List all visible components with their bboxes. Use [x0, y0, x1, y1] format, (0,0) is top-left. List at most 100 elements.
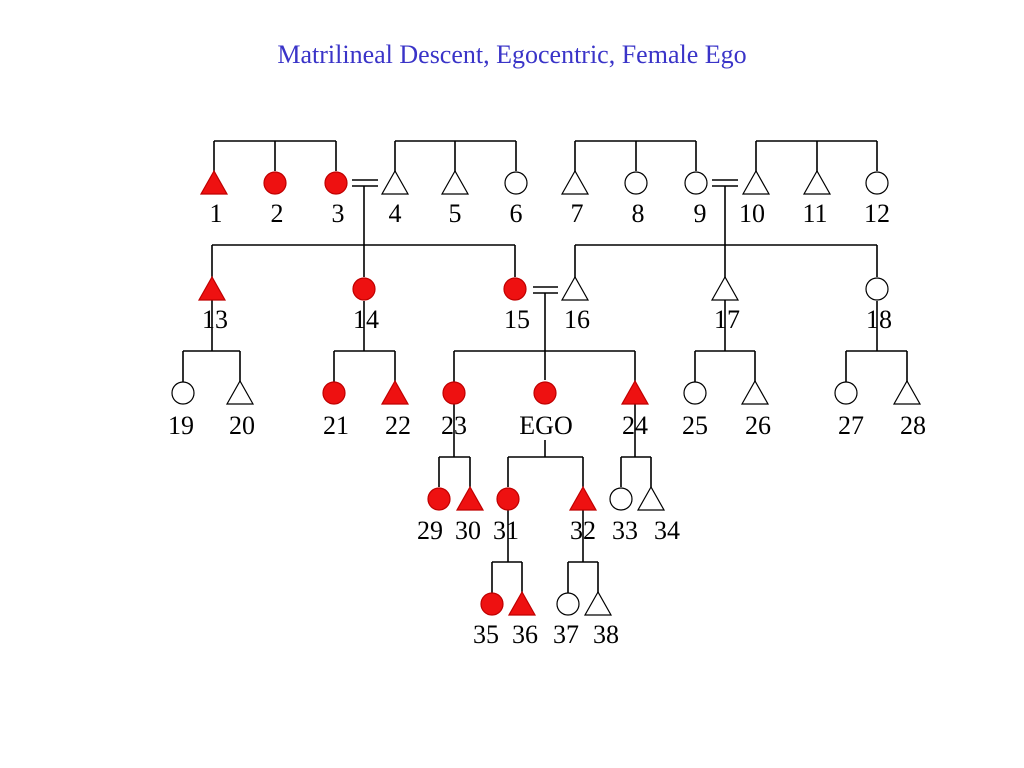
female-circle-25	[683, 381, 707, 405]
person-label-14: 14	[353, 305, 379, 334]
male-triangle-4	[380, 169, 410, 195]
person-label-22: 22	[385, 411, 411, 440]
female-circle-3	[324, 171, 348, 195]
person-label-25: 25	[682, 411, 708, 440]
person-label-17: 17	[714, 305, 740, 334]
person-label-26: 26	[745, 411, 771, 440]
female-circle-29	[427, 487, 451, 511]
female-circle-9	[684, 171, 708, 195]
sibling-line-29-30	[438, 456, 471, 487]
female-circle-14	[352, 277, 376, 301]
marriage-15-16	[533, 286, 558, 294]
sibling-line-1-3	[213, 140, 337, 172]
male-triangle-24	[620, 379, 650, 405]
male-triangle-28	[892, 379, 922, 405]
person-label-23: 23	[441, 411, 467, 440]
male-triangle-10	[741, 169, 771, 195]
sibling-line-25-26	[694, 350, 756, 382]
person-label-18: 18	[866, 305, 892, 334]
sibling-line-23-24	[453, 350, 636, 382]
page-title: Matrilineal Descent, Egocentric, Female …	[277, 40, 747, 69]
person-label-27: 27	[838, 411, 864, 440]
person-label-3: 3	[332, 199, 345, 228]
sibling-line-37-38	[567, 561, 599, 593]
person-label-8: 8	[632, 199, 645, 228]
male-triangle-11	[802, 169, 832, 195]
female-circle-33	[609, 487, 633, 511]
person-label-29: 29	[417, 516, 443, 545]
female-circle-ego	[533, 381, 557, 405]
person-label-21: 21	[323, 411, 349, 440]
person-label-35: 35	[473, 620, 499, 649]
person-label-24: 24	[622, 411, 648, 440]
male-triangle-38	[583, 590, 613, 616]
sibling-line-35-36	[491, 561, 523, 593]
person-label-1: 1	[210, 199, 223, 228]
female-circle-15	[503, 277, 527, 301]
male-triangle-32	[568, 485, 598, 511]
person-label-16: 16	[564, 305, 590, 334]
male-triangle-13	[197, 275, 227, 301]
female-circle-37	[556, 592, 580, 616]
person-label-31: 31	[493, 516, 519, 545]
male-triangle-30	[455, 485, 485, 511]
person-label-28: 28	[900, 411, 926, 440]
person-label-38: 38	[593, 620, 619, 649]
person-label-33: 33	[612, 516, 638, 545]
female-circle-35	[480, 592, 504, 616]
female-circle-6	[504, 171, 528, 195]
female-circle-12	[865, 171, 889, 195]
person-label-19: 19	[168, 411, 194, 440]
descent-lines	[182, 140, 908, 593]
female-circle-23	[442, 381, 466, 405]
person-label-20: 20	[229, 411, 255, 440]
marriage-9-10	[712, 179, 738, 187]
female-circle-27	[834, 381, 858, 405]
person-label-30: 30	[455, 516, 481, 545]
female-circle-21	[322, 381, 346, 405]
female-circle-2	[263, 171, 287, 195]
person-label-4: 4	[389, 199, 402, 228]
sibling-line-13-15	[211, 244, 516, 278]
male-triangle-22	[380, 379, 410, 405]
sibling-line-19-20	[182, 350, 241, 382]
sibling-line-10-12	[755, 140, 878, 172]
female-circle-31	[496, 487, 520, 511]
male-triangle-1	[199, 169, 229, 195]
person-label-12: 12	[864, 199, 890, 228]
person-label-37: 37	[553, 620, 579, 649]
sibling-line-33-34	[620, 456, 652, 487]
sibling-line-4-6	[394, 140, 517, 172]
marriage-3-4	[352, 179, 378, 187]
sibling-line-31-32	[507, 456, 584, 487]
male-triangle-34	[636, 485, 666, 511]
male-triangle-26	[740, 379, 770, 405]
person-label-7: 7	[571, 199, 584, 228]
person-label-9: 9	[694, 199, 707, 228]
person-label-13: 13	[202, 305, 228, 334]
female-circle-19	[171, 381, 195, 405]
sibling-line-21-22	[333, 350, 396, 382]
person-label-10: 10	[739, 199, 765, 228]
male-triangle-7	[560, 169, 590, 195]
person-label-11: 11	[802, 199, 827, 228]
person-label-5: 5	[449, 199, 462, 228]
person-label-32: 32	[570, 516, 596, 545]
person-label-2: 2	[271, 199, 284, 228]
sibling-line-16-18	[574, 244, 878, 278]
sibling-line-7-9	[574, 140, 697, 172]
male-triangle-16	[560, 275, 590, 301]
female-circle-18	[865, 277, 889, 301]
person-label-15: 15	[504, 305, 530, 334]
male-triangle-5	[440, 169, 470, 195]
female-circle-8	[624, 171, 648, 195]
person-label-ego: EGO	[519, 411, 572, 440]
person-label-36: 36	[512, 620, 538, 649]
male-triangle-20	[225, 379, 255, 405]
person-label-6: 6	[510, 199, 523, 228]
person-label-34: 34	[654, 516, 680, 545]
male-triangle-17	[710, 275, 740, 301]
male-triangle-36	[507, 590, 537, 616]
